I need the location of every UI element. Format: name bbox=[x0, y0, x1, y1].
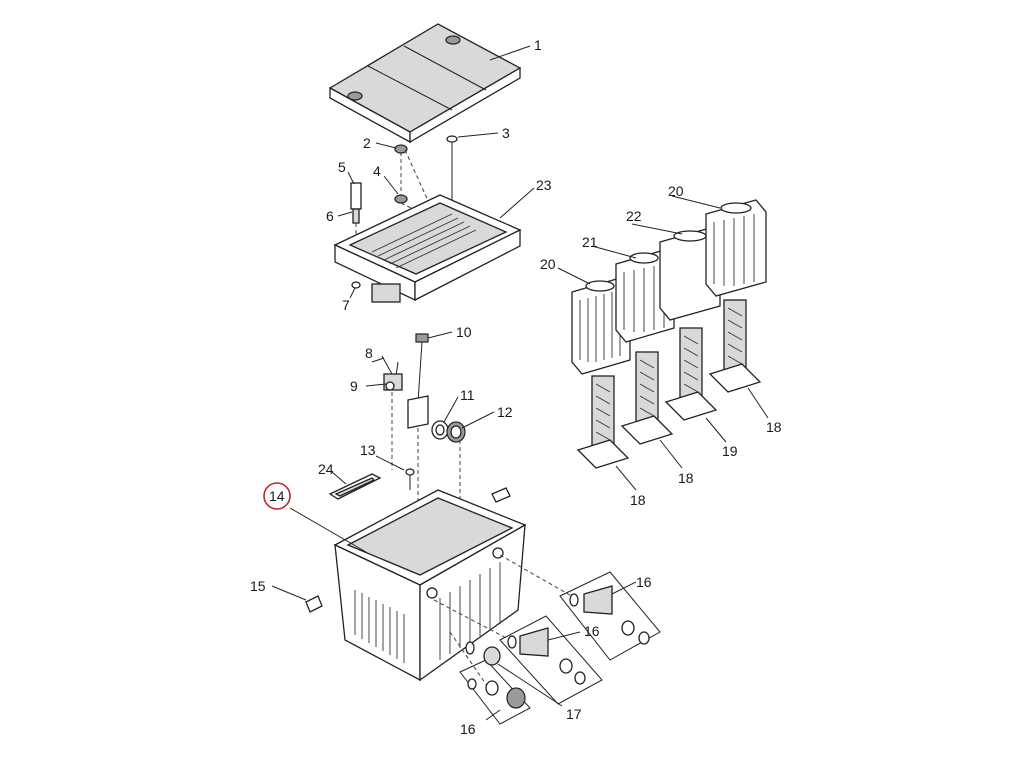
callout-20-right: 20 bbox=[668, 183, 684, 199]
callout-labels: 1 2 3 4 5 6 7 23 10 8 9 11 12 13 24 14 1… bbox=[250, 37, 782, 737]
union-part bbox=[465, 641, 501, 666]
clip-part bbox=[305, 595, 323, 613]
callout-19: 19 bbox=[722, 443, 738, 459]
outlet-set-lower bbox=[459, 659, 531, 725]
bracket-part bbox=[383, 373, 403, 391]
hose-tail-set-middle bbox=[499, 615, 603, 705]
holder-19 bbox=[664, 327, 718, 421]
callout-16-lower: 16 bbox=[460, 721, 476, 737]
foam-block-20-right bbox=[705, 199, 767, 297]
tray-part bbox=[333, 194, 522, 303]
callout-17: 17 bbox=[566, 706, 582, 722]
drain-valve-part bbox=[405, 468, 415, 490]
callout-13: 13 bbox=[360, 442, 376, 458]
hose-tail-set-upper bbox=[559, 571, 661, 661]
highlight-circle bbox=[263, 482, 291, 510]
valve-part bbox=[394, 194, 408, 204]
callout-16-middle: 16 bbox=[584, 623, 600, 639]
callout-9: 9 bbox=[350, 378, 358, 394]
callout-14: 14 bbox=[269, 488, 285, 504]
callout-20-left: 20 bbox=[540, 256, 556, 272]
callout-18-middle: 18 bbox=[678, 470, 694, 486]
screws-part bbox=[381, 355, 399, 377]
plug-part bbox=[351, 281, 361, 289]
callout-4: 4 bbox=[373, 163, 381, 179]
holder-18-left bbox=[576, 375, 630, 469]
callout-1: 1 bbox=[534, 37, 542, 53]
callout-23: 23 bbox=[536, 177, 552, 193]
callout-11: 11 bbox=[460, 387, 475, 403]
holder-18-right bbox=[708, 299, 762, 393]
foam-block-22 bbox=[659, 227, 721, 321]
callout-16-upper: 16 bbox=[636, 574, 652, 590]
callout-18-left: 18 bbox=[630, 492, 646, 508]
coupling-part bbox=[446, 421, 466, 443]
callout-10: 10 bbox=[456, 324, 472, 340]
callout-5: 5 bbox=[338, 159, 346, 175]
small-clip-part bbox=[491, 487, 511, 503]
callout-8: 8 bbox=[365, 345, 373, 361]
seal-ring-part bbox=[394, 144, 408, 154]
lid-part bbox=[328, 23, 522, 144]
callout-22: 22 bbox=[626, 208, 642, 224]
callout-18-right: 18 bbox=[766, 419, 782, 435]
filter-box-part bbox=[333, 489, 527, 682]
holder-18-middle bbox=[620, 351, 674, 445]
callout-15: 15 bbox=[250, 578, 266, 594]
callout-2: 2 bbox=[363, 135, 371, 151]
leader-lines bbox=[271, 45, 769, 721]
callout-7: 7 bbox=[342, 297, 350, 313]
callout-12: 12 bbox=[497, 404, 513, 420]
callout-3: 3 bbox=[502, 125, 510, 141]
o-ring-part bbox=[431, 420, 449, 440]
handle-seal-part bbox=[328, 473, 382, 500]
callout-21: 21 bbox=[582, 234, 598, 250]
indicator-rod-part bbox=[407, 333, 429, 429]
connector-part bbox=[350, 182, 362, 224]
callout-6: 6 bbox=[326, 208, 334, 224]
rod-part bbox=[446, 135, 458, 205]
callout-24: 24 bbox=[318, 461, 334, 477]
